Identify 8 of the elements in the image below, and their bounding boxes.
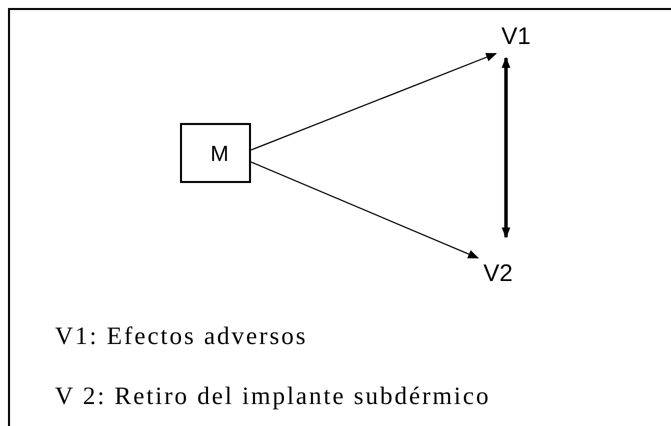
arrow	[502, 56, 510, 238]
legend-text: V 2: Retiro del implante subdérmico	[55, 382, 490, 412]
legend-text: V1: Efectos adversos	[55, 322, 308, 352]
process-box: M	[180, 123, 251, 183]
node-label: V2	[478, 258, 518, 290]
arrow	[250, 52, 498, 151]
arrow	[250, 161, 480, 259]
node-label: V1	[496, 22, 536, 52]
